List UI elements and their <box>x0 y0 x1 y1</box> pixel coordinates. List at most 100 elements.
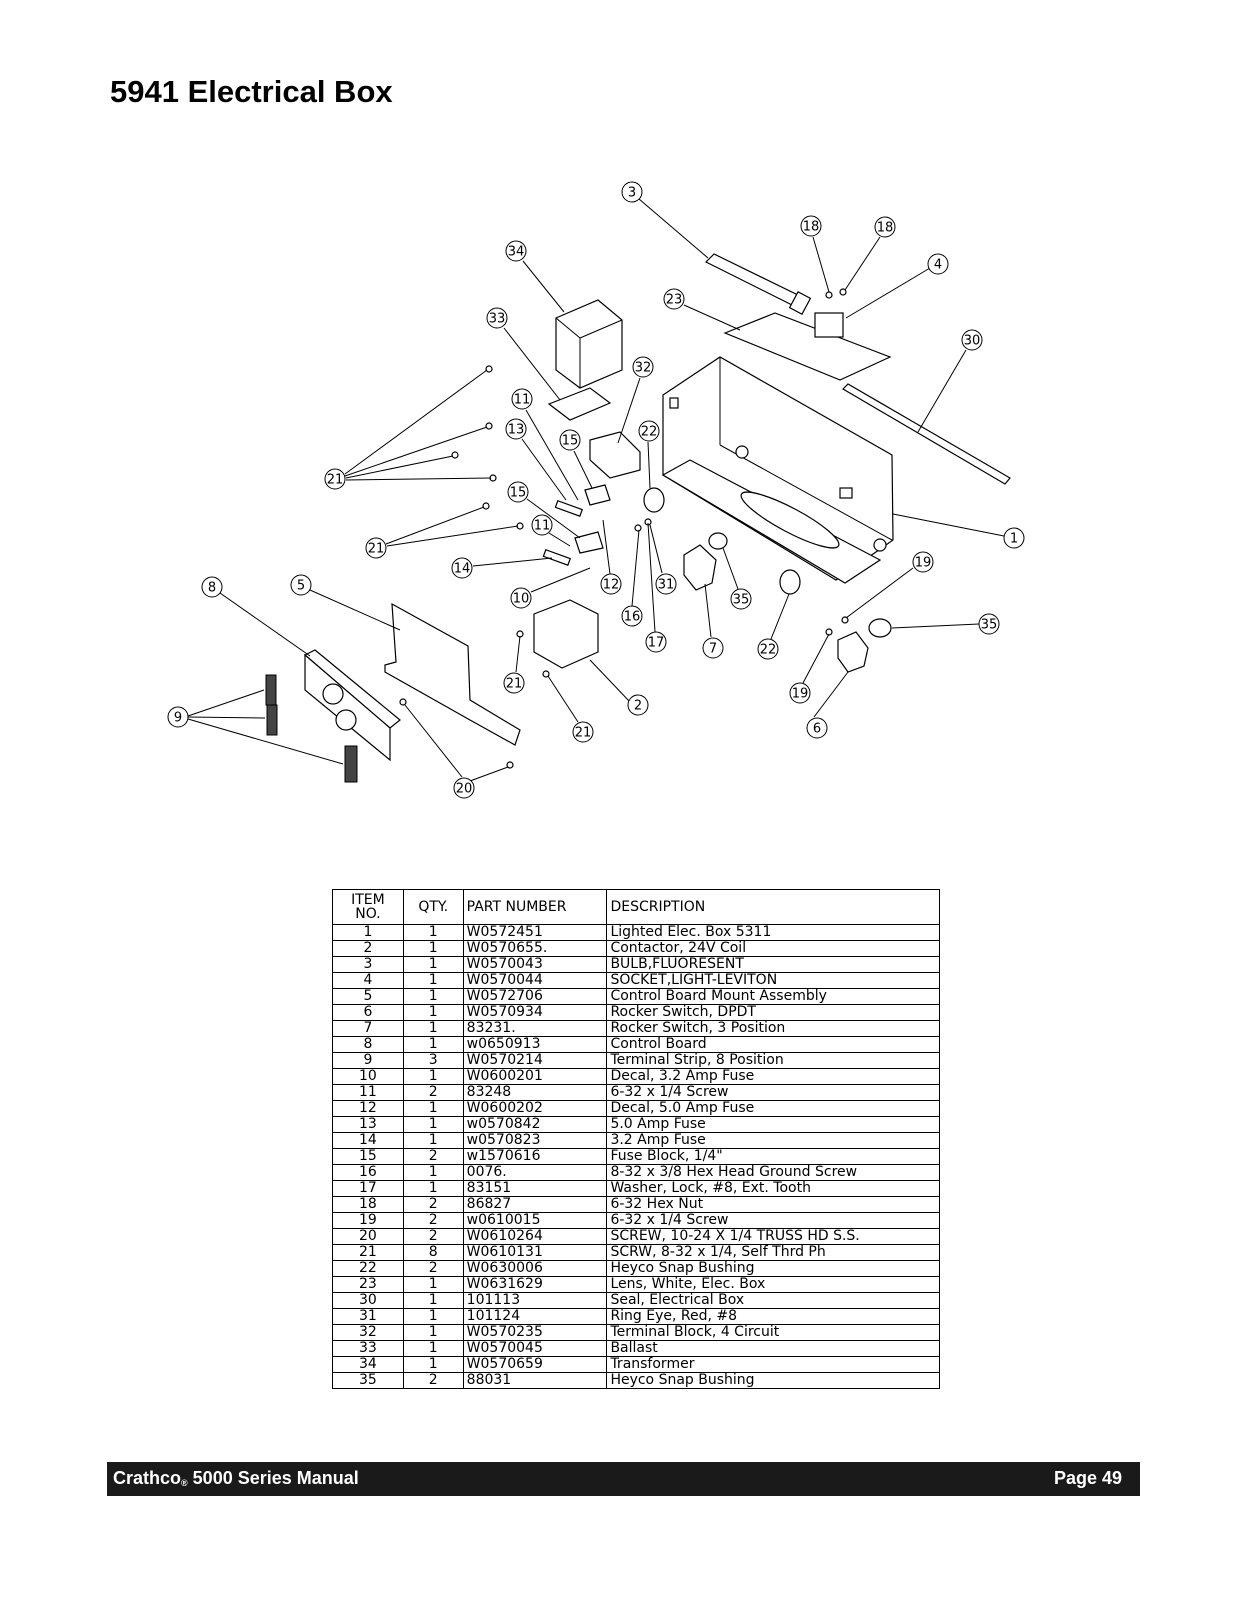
callout-3: 3 <box>621 181 643 203</box>
svg-text:20: 20 <box>456 782 473 797</box>
svg-text:21: 21 <box>575 726 592 741</box>
callout-11: 11 <box>531 514 553 536</box>
cell-item-no: 21 <box>332 1244 404 1261</box>
svg-text:21: 21 <box>368 542 385 557</box>
cell-item-no: 35 <box>332 1372 404 1389</box>
cell-qty: 1 <box>402 956 464 973</box>
callout-22: 22 <box>638 420 660 442</box>
svg-text:4: 4 <box>934 258 942 273</box>
svg-text:23: 23 <box>666 293 683 308</box>
cell-qty: 1 <box>402 1020 464 1037</box>
cell-qty: 2 <box>402 1212 464 1229</box>
bulb-drawing <box>704 253 812 316</box>
cell-part-number: w0570842 <box>462 1116 608 1133</box>
parts-drawings <box>265 253 1011 783</box>
cell-part-number: W0570934 <box>462 1004 608 1021</box>
cell-part-number: W0630006 <box>462 1260 608 1277</box>
cell-item-no: 4 <box>332 972 404 989</box>
callout-22: 22 <box>757 638 779 660</box>
cell-qty: 1 <box>402 1340 464 1357</box>
callout-33: 33 <box>486 307 508 329</box>
cell-part-number: W0610131 <box>462 1244 608 1261</box>
cell-part-number: W0600202 <box>462 1100 608 1117</box>
cell-description: BULB,FLUORESENT <box>606 956 940 973</box>
cell-description: Terminal Strip, 8 Position <box>606 1052 940 1069</box>
callout-4: 4 <box>927 253 949 275</box>
callout-15: 15 <box>559 429 581 451</box>
cell-description: SOCKET,LIGHT-LEVITON <box>606 972 940 989</box>
footer-manual-title: Crathco® 5000 Series Manual <box>113 1468 359 1488</box>
cell-item-no: 1 <box>332 924 404 941</box>
cell-part-number: 83151 <box>462 1180 608 1197</box>
leader-lines <box>187 198 1005 782</box>
cell-item-no: 34 <box>332 1356 404 1373</box>
cell-description: SCRW, 8-32 x 1/4, Self Thrd Ph <box>606 1244 940 1261</box>
cell-item-no: 12 <box>332 1100 404 1117</box>
footer-page-number: Page 49 <box>1053 1468 1122 1488</box>
svg-text:18: 18 <box>803 220 820 235</box>
cell-item-no: 17 <box>332 1180 404 1197</box>
cell-part-number: 83231. <box>462 1020 608 1037</box>
ballast-drawing <box>547 387 612 421</box>
cell-item-no: 13 <box>332 1116 404 1133</box>
cell-description: Lighted Elec. Box 5311 <box>606 924 940 941</box>
cell-item-no: 2 <box>332 940 404 957</box>
control-board-drawing <box>303 649 401 762</box>
svg-text:30: 30 <box>964 334 981 349</box>
heyco-bushing-drawing-2 <box>868 618 892 638</box>
cell-description: 8-32 x 3/8 Hex Head Ground Screw <box>606 1164 940 1181</box>
cell-qty: 1 <box>402 1180 464 1197</box>
fuse-block-drawing <box>584 484 611 506</box>
cell-description: SCREW, 10-24 X 1/4 TRUSS HD S.S. <box>606 1228 940 1245</box>
svg-text:34: 34 <box>508 245 525 260</box>
cell-description: Seal, Electrical Box <box>606 1292 940 1309</box>
seal-strip-drawing <box>842 383 1011 485</box>
fuse-block-drawing-2 <box>574 531 604 554</box>
svg-text:13: 13 <box>508 423 525 438</box>
cell-qty: 1 <box>402 988 464 1005</box>
cell-description: Control Board Mount Assembly <box>606 988 940 1005</box>
cell-item-no: 9 <box>332 1052 404 1069</box>
page-title: 5941 Electrical Box <box>110 74 393 109</box>
cell-description: Control Board <box>606 1036 940 1053</box>
cell-qty: 1 <box>402 1036 464 1053</box>
header-description: DESCRIPTION <box>606 889 940 925</box>
svg-text:22: 22 <box>760 643 777 658</box>
cell-qty: 1 <box>402 940 464 957</box>
callout-6: 6 <box>806 717 828 739</box>
callout-15: 15 <box>507 481 529 503</box>
cell-part-number: W0570045 <box>462 1340 608 1357</box>
cell-item-no: 8 <box>332 1036 404 1053</box>
callout-35: 35 <box>730 588 752 610</box>
board-mount-drawing <box>384 602 521 746</box>
cell-part-number: 88031 <box>462 1372 608 1389</box>
cell-part-number: w0570823 <box>462 1132 608 1149</box>
lens-drawing <box>723 312 892 381</box>
callout-9: 9 <box>167 706 189 728</box>
cell-item-no: 11 <box>332 1084 404 1101</box>
svg-text:2: 2 <box>634 699 642 714</box>
cell-description: 6-32 x 1/4 Screw <box>606 1212 940 1229</box>
heyco-bushing-drawing <box>708 532 728 550</box>
callout-21: 21 <box>365 537 387 559</box>
cell-part-number: 83248 <box>462 1084 608 1101</box>
svg-text:21: 21 <box>327 473 344 488</box>
cell-item-no: 22 <box>332 1260 404 1277</box>
callout-1: 1 <box>1003 527 1025 549</box>
svg-text:22: 22 <box>641 425 658 440</box>
